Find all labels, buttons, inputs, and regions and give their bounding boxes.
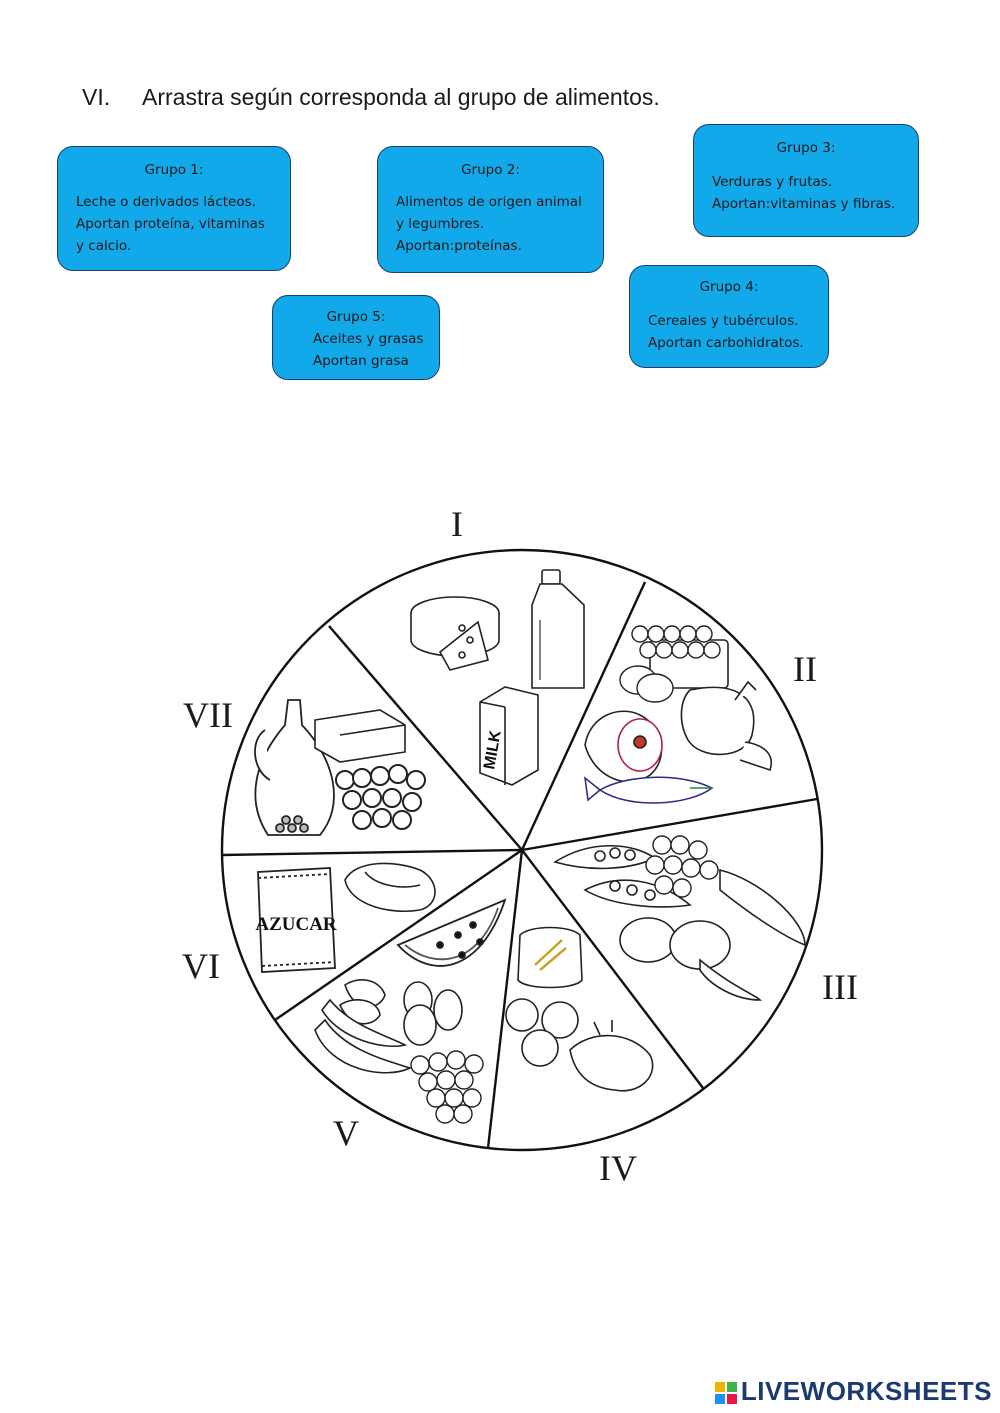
logo-icon <box>714 1382 737 1405</box>
chicken-icon <box>680 680 772 772</box>
card-title: Grupo 5: <box>326 309 386 325</box>
wheel-divider <box>274 849 523 1021</box>
draggable-card-group-1[interactable]: Grupo 1: Leche o derivados lácteos. Apor… <box>57 146 291 271</box>
sugar-label: AZUCAR <box>255 914 337 935</box>
draggable-card-group-3[interactable]: Grupo 3: Verduras y frutas. Aportan:vita… <box>693 124 919 237</box>
milk-label: MILK <box>481 729 505 771</box>
lettuce-icon <box>344 862 436 912</box>
card-title: Grupo 2: <box>461 162 520 178</box>
wheel-label-i: I <box>451 504 463 544</box>
peas-pod-icon <box>553 844 692 908</box>
card-line: Aceites y grasas <box>313 331 424 347</box>
watermelon-icon <box>396 898 507 967</box>
flour-sack-icon <box>517 926 583 989</box>
wheel-label-v: V <box>333 1113 359 1153</box>
wheel-label-iii: III <box>822 967 858 1007</box>
card-title: Grupo 1: <box>144 162 204 178</box>
card-line: Cereales y tubérculos. <box>648 313 799 329</box>
ham-icon <box>584 710 663 783</box>
butter-block-icon <box>314 709 406 763</box>
wheel-divider <box>221 848 523 857</box>
wheel-label-vi: VI <box>182 946 220 986</box>
card-line: Aportan proteína, vitaminas <box>76 216 265 232</box>
onion-icon <box>505 998 579 1067</box>
wheel-label-vii: VII <box>183 695 233 735</box>
potato-icon <box>619 917 731 970</box>
card-title: Grupo 3: <box>776 140 836 156</box>
card-line: Alimentos de origen animal <box>396 194 582 210</box>
card-line: y calcio. <box>76 238 132 254</box>
egg-circles <box>619 625 721 703</box>
card-line: Leche o derivados lácteos. <box>76 194 256 210</box>
milk-carton-icon <box>479 686 539 786</box>
grapes-icon <box>410 1050 484 1124</box>
draggable-card-group-4[interactable]: Grupo 4: Cereales y tubérculos. Aportan … <box>629 265 829 368</box>
wheel-divider <box>328 625 523 851</box>
wheel-outline <box>220 548 824 1152</box>
instruction-heading: VI. Arrastra según corresponda al grupo d… <box>82 84 660 111</box>
sugar-bag-icon <box>257 867 336 973</box>
draggable-card-group-2[interactable]: Grupo 2: Alimentos de origen animal y le… <box>377 146 604 273</box>
instruction-number: VI. <box>82 84 111 110</box>
banana-icon <box>314 998 413 1074</box>
card-line: y legumbres. <box>396 216 485 232</box>
card-title: Grupo 4: <box>699 279 759 295</box>
plantain-icon <box>699 868 806 1001</box>
cheese-icon <box>410 596 500 671</box>
wheel-divider <box>520 581 647 851</box>
peanuts-icon <box>335 764 426 830</box>
fish-icon <box>584 776 714 804</box>
pears-icon <box>403 981 463 1046</box>
card-line: Aportan grasa <box>313 353 409 369</box>
liveworksheets-logo: LIVEWORKSHEETS <box>714 1376 992 1407</box>
wheel-divider <box>486 849 524 1149</box>
logo-text: LIVEWORKSHEETS <box>740 1376 992 1406</box>
draggable-card-group-5[interactable]: Grupo 5: Aceites y grasas Aportan grasa <box>272 295 440 380</box>
wheel-divider <box>521 849 704 1089</box>
card-line: Verduras y frutas. <box>712 174 833 190</box>
card-line: Aportan:vitaminas y fibras. <box>712 196 896 212</box>
card-line: Aportan carbohidratos. <box>648 335 804 351</box>
wheel-label-iv: IV <box>599 1148 637 1188</box>
milk-bottle-icon <box>531 569 585 689</box>
instruction-text: Arrastra según corresponda al grupo de a… <box>142 84 660 110</box>
beans-icon <box>645 835 719 898</box>
root-vegetable-icon <box>569 1020 654 1092</box>
wheel-label-ii: II <box>793 649 817 689</box>
wheel-divider <box>521 797 818 852</box>
card-line: Aportan:proteínas. <box>396 238 522 254</box>
